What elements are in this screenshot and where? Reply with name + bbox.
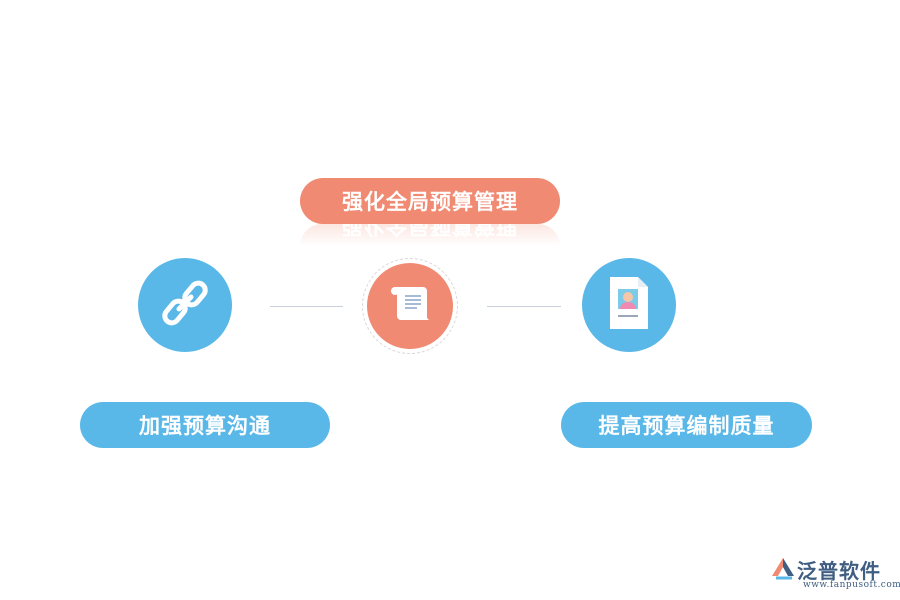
top-title-pill: 强化全局预算管理	[300, 178, 560, 224]
right-label-text: 提高预算编制质量	[598, 414, 775, 438]
left-label-text: 加强预算沟通	[139, 414, 271, 438]
link-icon	[160, 278, 210, 332]
brand-name: 泛普软件	[797, 559, 881, 583]
brand-url: www.fanpusoft.com	[803, 580, 900, 590]
right-label-pill: 提高预算编制质量	[561, 402, 812, 448]
scroll-document-icon	[385, 279, 435, 333]
brand-logo: 泛普软件 www.fanpusoft.com	[770, 555, 900, 595]
brand-logo-icon	[770, 556, 796, 586]
center-circle-node	[367, 263, 453, 349]
top-title-reflection: 强化全局预算管理	[300, 224, 560, 246]
left-label-pill: 加强预算沟通	[80, 402, 330, 448]
center-dashed-ring	[362, 258, 458, 354]
left-connector-line	[270, 306, 343, 307]
left-circle-node	[138, 258, 232, 352]
top-title-reflection-text: 强化全局预算管理	[342, 224, 518, 238]
right-circle-node	[582, 258, 676, 352]
top-title-text: 强化全局预算管理	[342, 190, 518, 214]
profile-document-icon	[606, 275, 652, 335]
right-connector-line	[487, 306, 561, 307]
